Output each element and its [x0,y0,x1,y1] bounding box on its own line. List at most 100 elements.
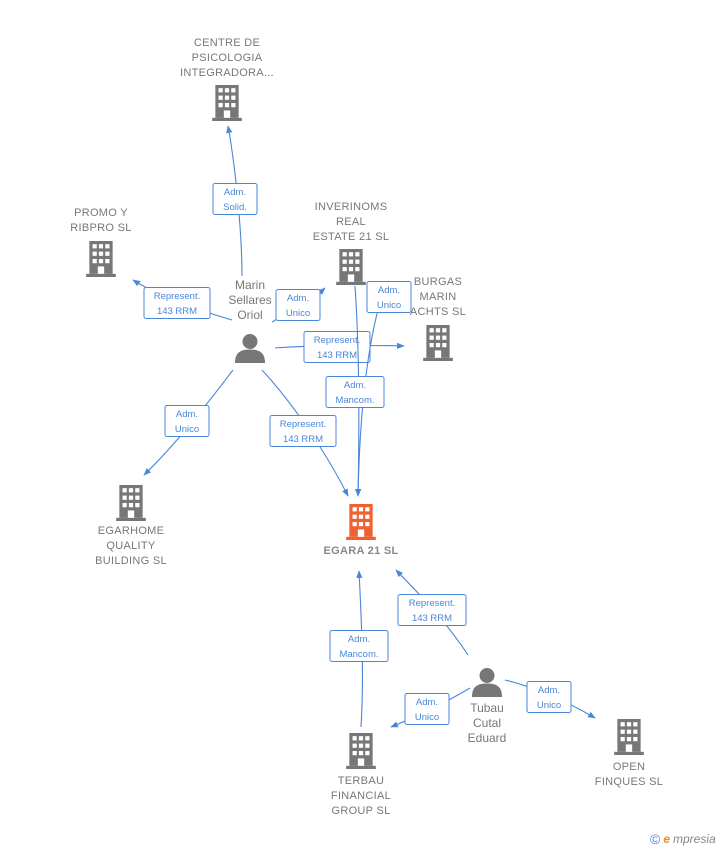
node-label-line: TERBAU [338,775,384,787]
edge-label-line: Unico [175,424,199,435]
building-icon[interactable] [423,325,453,361]
node-label-line: Sellares [228,293,271,307]
node-label-line: MARIN [420,291,457,303]
edge-label-line: Adm. [224,187,246,198]
edge-marin-to-egarhome: Adm. Unico [143,369,234,476]
person-icon[interactable] [472,668,502,697]
node-label-line: FINANCIAL [331,790,391,802]
copyright-symbol: © [650,831,661,847]
edges-layer: Adm.Solid.Represent.143 RRMAdm.UnicoRepr… [132,125,596,728]
edge-label-line: Adm. [416,697,438,708]
edge-label-line: Represent. [280,419,326,430]
edge-label-line: Adm. [538,685,560,696]
edge-marin-to-promo: Represent. 143 RRM [132,279,233,321]
edge-label-box[interactable] [526,681,572,713]
building-icon[interactable] [614,719,644,755]
edge-label-line: 143 RRM [317,350,357,361]
node-label-line: EGARHOME [98,525,165,537]
node-label-line: CENTRE DE [194,37,260,49]
edge-tubau-to-egara: Represent. 143 RRM [395,569,469,656]
edge-label-box[interactable] [329,630,389,662]
nodes-layer: CENTRE DE PSICOLOGIA INTEGRADORA... PROMO Y… [70,37,663,817]
node-label-line: Tubau [470,701,504,715]
edge-marin-to-inverinoms: Adm. Unico [271,287,326,323]
node-label-line: RIBPRO SL [70,222,131,234]
edge-tubau-to-open: Adm. Unico [504,679,596,719]
edge-label-line: Mancom. [339,649,378,660]
edge-marin-to-egara: Represent. 143 RRM [261,369,349,497]
edge-label-box[interactable] [325,376,385,408]
edge-label-box[interactable] [164,405,210,437]
node-label-line: REAL [336,216,366,228]
node-label-line: ACHTS SL [410,306,466,318]
edge-terbau-to-egara: Adm. Mancom. [329,570,389,728]
node-burgas[interactable]: BURGAS MARIN ACHTS SL [410,276,466,361]
node-label-line: GROUP SL [331,805,390,817]
node-label-line: ESTATE 21 SL [313,231,390,243]
node-label-line: INVERINOMS [315,201,388,213]
edge-label-line: Represent. [314,335,360,346]
node-label-line: QUALITY [106,540,156,552]
edge-label-line: 143 RRM [157,306,197,317]
edge-label-line: Solid. [223,202,247,213]
edge-label-box[interactable] [212,183,258,215]
node-label-line: FINQUES SL [595,776,663,788]
node-label-line: EGARA 21 SL [323,545,398,557]
edge-label-line: Adm. [344,380,366,391]
edge-label-line: Adm. [176,409,198,420]
building-icon[interactable] [86,241,116,277]
edge-label-line: Unico [377,300,401,311]
brand-name: mpresia [673,832,716,846]
node-egara[interactable]: EGARA 21 SL [323,504,398,557]
building-icon[interactable] [346,504,376,540]
node-label-line: BUILDING SL [95,555,167,567]
building-icon[interactable] [336,249,366,285]
node-inverinoms[interactable]: INVERINOMS REAL ESTATE 21 SL [313,201,390,285]
edge-label-box[interactable] [275,289,321,321]
edge-label-line: Unico [415,712,439,723]
edge-tubau-to-terbau: Adm. Unico [390,687,471,728]
edge-label-box[interactable] [404,693,450,725]
edge-label-line: Unico [286,308,310,319]
node-label-line: INTEGRADORA... [180,67,274,79]
edge-label-line: Adm. [287,293,309,304]
edge-inverinoms-to-egara: Adm. Mancom. [325,285,385,497]
node-promo[interactable]: PROMO Y RIBPRO SL [70,207,131,277]
building-icon[interactable] [346,733,376,769]
node-label-line: PROMO Y [74,207,128,219]
edge-label-line: Adm. [378,285,400,296]
edge-label-line: Represent. [409,598,455,609]
node-label-line: PSICOLOGIA [192,52,263,64]
building-icon[interactable] [212,85,242,121]
node-open[interactable]: OPEN FINQUES SL [595,719,663,788]
building-icon[interactable] [116,485,146,521]
edge-label-box[interactable] [397,594,467,626]
edge-label-line: Mancom. [335,395,374,406]
node-label-line: BURGAS [414,276,462,288]
edge-label-box[interactable] [366,281,412,313]
edge-label-line: Represent. [154,291,200,302]
edge-label-box[interactable] [143,287,211,319]
edge-label-line: 143 RRM [283,434,323,445]
node-label-line: OPEN [613,761,645,773]
edge-marin-to-burgas: Represent. 143 RRM [274,331,405,363]
node-label-line: Marin [235,278,265,292]
edge-label-line: Adm. [348,634,370,645]
node-label-line: Oriol [237,308,262,322]
node-terbau[interactable]: TERBAU FINANCIAL GROUP SL [331,733,391,817]
edge-marin-to-centre: Adm. Solid. [212,125,258,277]
edge-line [354,285,362,497]
brand-initial: e [663,832,671,846]
node-label-line: Cutal [473,716,501,730]
node-egarhome[interactable]: EGARHOME QUALITY BUILDING SL [95,485,167,567]
node-centre[interactable]: CENTRE DE PSICOLOGIA INTEGRADORA... [180,37,274,121]
edge-label-line: Unico [537,700,561,711]
node-label-line: Eduard [468,731,507,745]
edge-label-line: 143 RRM [412,613,452,624]
edge-label-box[interactable] [269,415,337,447]
person-icon[interactable] [235,334,265,363]
